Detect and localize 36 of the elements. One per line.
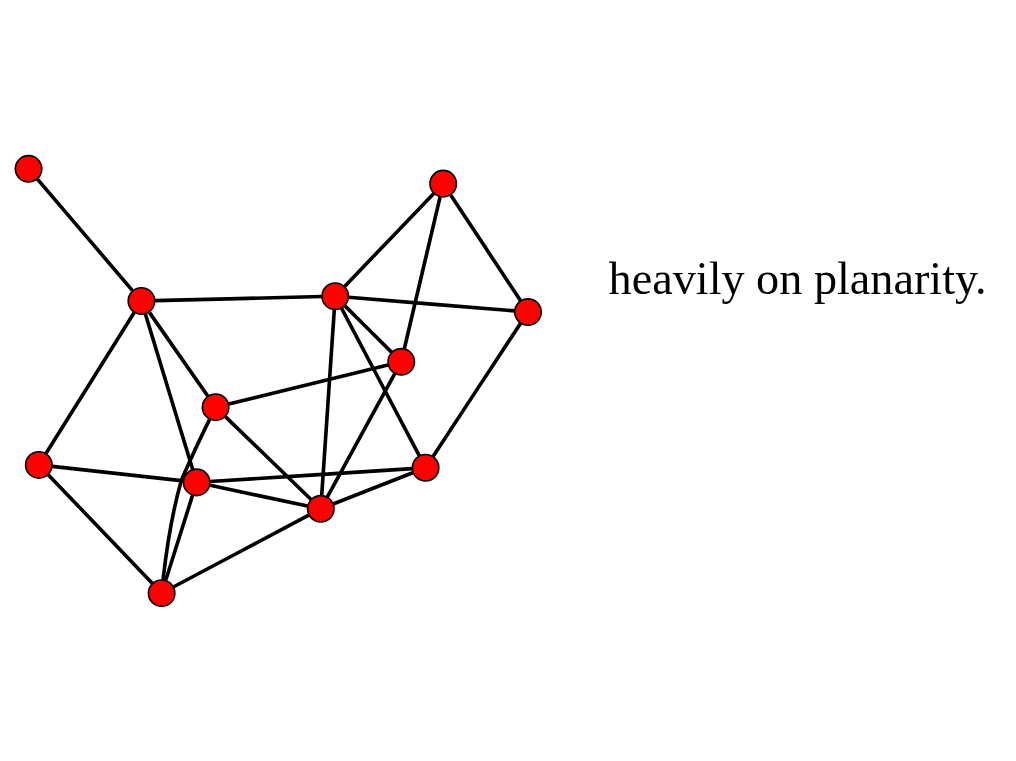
connector — [343, 304, 393, 353]
node-circle — [321, 281, 350, 310]
node-circle — [306, 494, 335, 523]
node-circle — [429, 169, 458, 198]
node-circle — [411, 453, 440, 482]
connector — [161, 418, 212, 580]
node-circle — [127, 286, 156, 315]
connector — [402, 196, 442, 349]
connector — [46, 472, 154, 585]
connector — [36, 177, 134, 291]
label: heavily on planarity. — [608, 252, 987, 304]
connector — [325, 372, 397, 498]
node-circle — [14, 154, 43, 183]
connector — [449, 193, 522, 302]
connector — [228, 362, 389, 406]
node-circle — [513, 297, 542, 326]
node-circle — [147, 578, 176, 607]
connector — [209, 483, 308, 508]
connector — [332, 470, 414, 506]
connector — [154, 294, 322, 302]
node-circle — [387, 347, 416, 376]
connector — [431, 321, 523, 458]
node-circle — [24, 450, 53, 479]
connector — [224, 415, 313, 501]
connector — [209, 466, 413, 483]
connector — [339, 306, 421, 457]
connector — [172, 513, 310, 589]
node-circle — [182, 467, 211, 496]
connector — [44, 310, 136, 455]
connector — [343, 191, 436, 288]
connector — [319, 308, 337, 496]
connector — [164, 494, 195, 580]
connector — [143, 313, 195, 470]
node-circle — [201, 392, 230, 421]
connector — [147, 310, 210, 397]
connector — [348, 295, 515, 313]
